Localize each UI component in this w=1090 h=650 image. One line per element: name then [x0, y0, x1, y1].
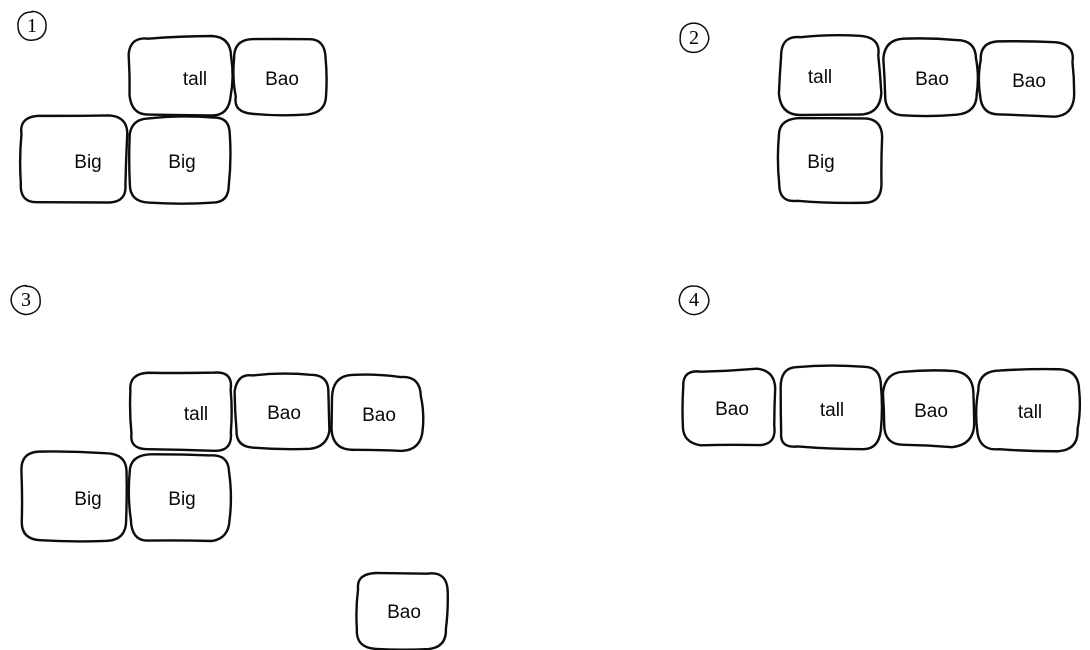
tile-outline-shape: [779, 364, 884, 451]
tile-label: tall: [183, 403, 209, 425]
tile-outline-shape: [882, 37, 980, 118]
tile-tall-2[interactable]: tall: [974, 367, 1082, 453]
tile-outline-shape: [977, 40, 1076, 118]
tile-outline-shape: [232, 37, 328, 117]
tile-bao-1[interactable]: Bao: [882, 37, 980, 118]
tile-label: Big: [74, 151, 102, 173]
tile-label: tall: [182, 68, 208, 90]
tile-big-1[interactable]: Big: [18, 114, 129, 204]
tile-bao-1[interactable]: Bao: [681, 367, 778, 447]
panel-number-label: 3: [21, 288, 31, 311]
tile-outline-shape: [777, 33, 883, 117]
tile-outline-shape: [681, 367, 777, 447]
panel-number-badge: 2: [678, 22, 710, 54]
tile-outline-shape: [330, 373, 425, 453]
tile-label: tall: [807, 66, 833, 88]
tile-tall-1[interactable]: tall: [778, 364, 884, 451]
tile-label: Big: [807, 151, 835, 173]
tile-big-1[interactable]: Big: [776, 116, 884, 205]
tile-big-2[interactable]: Big: [127, 452, 233, 543]
tile-label: Bao: [915, 69, 949, 90]
tile-tall-1[interactable]: tall: [127, 34, 234, 117]
tile-label: Bao: [715, 399, 749, 420]
tile-outline-shape: [233, 372, 331, 451]
tile-bao-2[interactable]: Bao: [330, 373, 425, 453]
panel-number-label: 4: [689, 288, 699, 311]
panel-number-badge: 4: [678, 284, 710, 316]
tile-label: Big: [168, 152, 196, 173]
tile-outline-shape: [127, 34, 234, 117]
tile-label: Big: [168, 489, 196, 510]
tile-bao-3[interactable]: Bao: [355, 570, 449, 650]
panel-number-label: 1: [27, 14, 37, 37]
tile-label: Bao: [362, 405, 396, 426]
tile-big-2[interactable]: Big: [127, 115, 232, 205]
tile-outline-shape: [18, 114, 129, 204]
panel-number-badge: 1: [16, 10, 48, 42]
tile-bao-2[interactable]: Bao: [881, 369, 976, 449]
tile-outline-shape: [974, 367, 1082, 453]
tile-label: Bao: [387, 602, 421, 623]
tile-label: Bao: [914, 401, 948, 422]
tile-label: Bao: [1012, 71, 1046, 92]
tile-big-1[interactable]: Big: [18, 450, 128, 543]
tile-outline-shape: [355, 571, 449, 650]
panel-number-label: 2: [689, 26, 699, 49]
tile-tall-1[interactable]: tall: [777, 33, 883, 117]
tile-outline-shape: [20, 450, 128, 543]
tile-outline-shape: [881, 369, 976, 449]
tile-label: tall: [819, 400, 845, 421]
tile-label: tall: [1017, 402, 1043, 423]
circle-outline-icon: [678, 285, 710, 316]
tile-label: Big: [74, 488, 102, 510]
tile-bao-1[interactable]: Bao: [232, 37, 328, 117]
circle-outline-icon: [679, 22, 710, 54]
tile-tall-1[interactable]: tall: [128, 370, 234, 453]
panel-number-badge: 3: [10, 284, 42, 316]
tile-bao-2[interactable]: Bao: [977, 40, 1076, 118]
tile-outline-shape: [127, 115, 232, 205]
tile-outline-shape: [128, 371, 233, 453]
tile-label: Bao: [267, 403, 301, 424]
tile-label: Bao: [265, 69, 299, 90]
circle-outline-icon: [10, 284, 41, 316]
tile-outline-shape: [776, 116, 884, 205]
tile-outline-shape: [127, 453, 233, 543]
circle-outline-icon: [17, 10, 47, 41]
tile-bao-1[interactable]: Bao: [233, 372, 331, 451]
